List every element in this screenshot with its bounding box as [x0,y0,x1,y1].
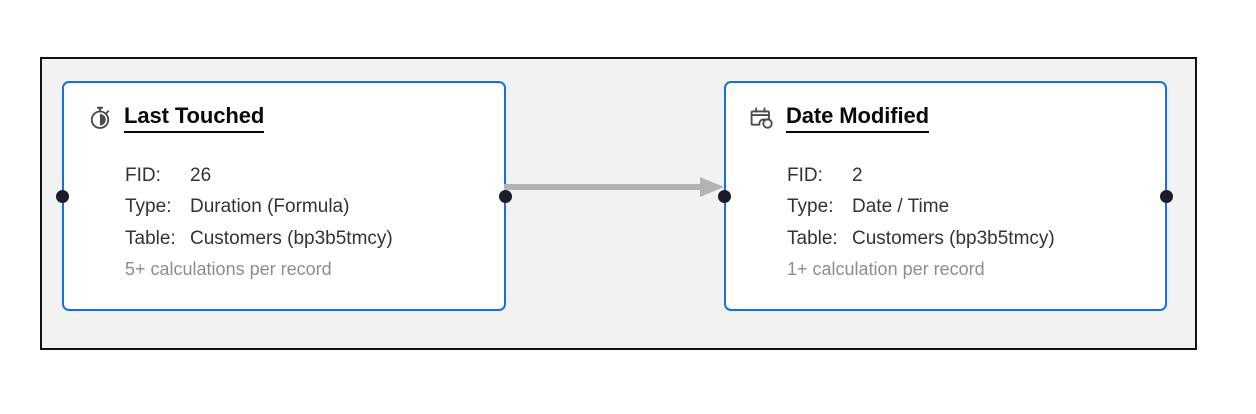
detail-value: 26 [190,164,212,186]
detail-key: Type: [787,196,834,218]
detail-row-type: Type: Duration (Formula) [125,191,504,222]
detail-row-fid: FID: 2 [787,160,1165,191]
card-header: Last Touched [64,83,504,133]
detail-key: FID: [787,164,823,186]
field-card-last-touched[interactable]: Last Touched FID: 26 Type: Duration (For… [56,81,512,311]
detail-key: Table: [787,227,838,249]
detail-value: Date / Time [852,196,950,218]
calendar-clock-icon [749,105,775,131]
detail-row-fid: FID: 26 [125,160,504,191]
connection-dot-right[interactable] [499,189,512,203]
connection-dot-right[interactable] [1160,189,1173,203]
card-details: FID: 26 Type: Duration (Formula) Table: … [64,160,504,285]
detail-value: 2 [852,164,863,186]
detail-key: Type: [125,196,172,218]
connection-dot-left[interactable] [718,189,731,203]
field-card-date-modified[interactable]: Date Modified FID: 2 Type: Date / Time T… [718,81,1173,311]
card-title[interactable]: Date Modified [786,103,929,133]
card-footnote: 1+ calculation per record [787,258,985,279]
card-title[interactable]: Last Touched [124,103,264,133]
detail-value: Duration (Formula) [190,196,350,218]
card-details: FID: 2 Type: Date / Time Table: Customer… [726,160,1165,285]
connection-dot-left[interactable] [56,189,69,203]
detail-value: Customers (bp3b5tmcy) [190,227,393,249]
detail-value: Customers (bp3b5tmcy) [852,227,1055,249]
detail-row-type: Type: Date / Time [787,191,1165,222]
card-header: Date Modified [726,83,1165,133]
diagram-frame: Last Touched FID: 26 Type: Duration (For… [40,57,1197,350]
detail-key: FID: [125,164,161,186]
card-footnote: 5+ calculations per record [125,258,332,279]
detail-row-table: Table: Customers (bp3b5tmcy) [787,223,1165,254]
detail-row-table: Table: Customers (bp3b5tmcy) [125,223,504,254]
stopwatch-duration-icon [87,105,113,131]
connector-arrow[interactable] [504,176,726,198]
detail-key: Table: [125,227,176,249]
